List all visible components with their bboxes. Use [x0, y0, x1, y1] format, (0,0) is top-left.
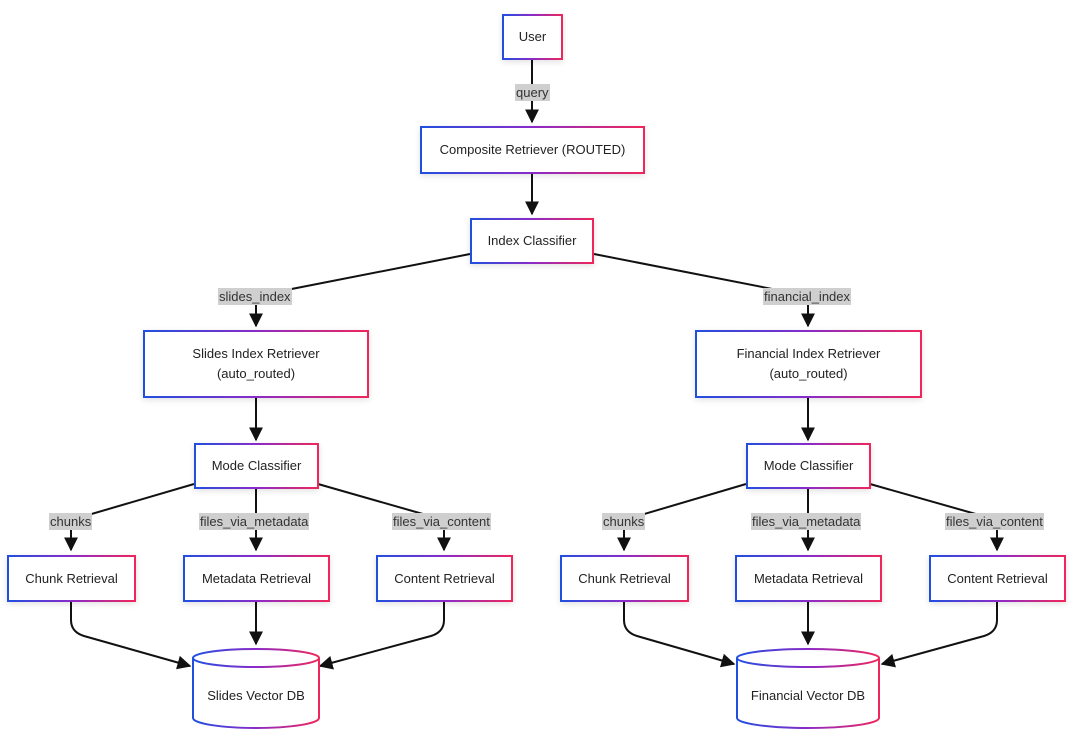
- edge-label-financial-index: financial_index: [763, 288, 852, 305]
- node-financial-chunk-retrieval-label: Chunk Retrieval: [578, 570, 671, 586]
- edge-label-slides-index: slides_index: [218, 288, 292, 305]
- node-financial-mode-classifier: Mode Classifier: [746, 443, 871, 489]
- node-slides-chunk-retrieval: Chunk Retrieval: [7, 555, 136, 602]
- edge-slides-chunk-db: [70, 602, 192, 670]
- node-slides-mode-classifier: Mode Classifier: [194, 443, 319, 489]
- edge-label-slides-chunks: chunks: [49, 513, 93, 530]
- node-slides-index-retriever: Slides Index Retriever (auto_routed): [143, 330, 369, 398]
- edge-label-slides-files-via-content: files_via_content: [392, 513, 491, 530]
- node-financial-content-retrieval: Content Retrieval: [929, 555, 1066, 602]
- node-slides-vector-db: Slides Vector DB: [192, 648, 320, 730]
- node-slides-mode-classifier-label: Mode Classifier: [211, 458, 302, 473]
- node-financial-vector-db-label: Financial Vector DB: [750, 688, 866, 703]
- node-user-label: User: [518, 29, 547, 44]
- node-slides-metadata-retrieval-label: Metadata Retrieval: [201, 570, 312, 586]
- node-financial-content-retrieval-label: Content Retrieval: [947, 570, 1048, 586]
- node-index-classifier: Index Classifier: [470, 218, 594, 264]
- edge-label-financial-files-via-metadata: files_via_metadata: [751, 513, 862, 530]
- edge-financial-chunk-db: [623, 602, 736, 668]
- node-financial-vector-db: Financial Vector DB: [736, 648, 880, 730]
- node-user: User: [502, 14, 563, 60]
- node-slides-vector-db-label: Slides Vector DB: [207, 688, 305, 703]
- edge-label-financial-files-via-content: files_via_content: [945, 513, 1044, 530]
- financial-db-cylinder-icon: [736, 648, 880, 729]
- node-slides-content-retrieval: Content Retrieval: [376, 555, 513, 602]
- node-composite-retriever: Composite Retriever (ROUTED): [420, 126, 645, 174]
- slides-db-cylinder-icon: [192, 648, 320, 729]
- node-financial-metadata-retrieval-label: Metadata Retrieval: [753, 570, 864, 586]
- node-financial-metadata-retrieval: Metadata Retrieval: [735, 555, 882, 602]
- edge-label-query: query: [515, 84, 550, 101]
- node-financial-mode-classifier-label: Mode Classifier: [763, 458, 854, 473]
- node-financial-index-retriever: Financial Index Retriever (auto_routed): [695, 330, 922, 398]
- node-financial-index-retriever-line1: Financial Index Retriever: [736, 346, 881, 361]
- edge-financial-content-db: [880, 602, 998, 668]
- node-slides-index-retriever-line1: Slides Index Retriever: [192, 346, 320, 361]
- node-financial-chunk-retrieval: Chunk Retrieval: [560, 555, 689, 602]
- node-slides-index-retriever-line2: (auto_routed): [216, 366, 296, 381]
- edge-label-slides-files-via-metadata: files_via_metadata: [199, 513, 310, 530]
- node-slides-chunk-retrieval-label: Chunk Retrieval: [25, 570, 118, 586]
- node-index-classifier-label: Index Classifier: [487, 233, 577, 248]
- node-slides-content-retrieval-label: Content Retrieval: [394, 570, 495, 586]
- node-composite-retriever-label: Composite Retriever (ROUTED): [439, 142, 626, 157]
- node-slides-metadata-retrieval: Metadata Retrieval: [183, 555, 330, 602]
- edge-slides-content-db: [318, 602, 445, 670]
- edge-label-financial-chunks: chunks: [602, 513, 646, 530]
- node-financial-index-retriever-line2: (auto_routed): [769, 366, 848, 381]
